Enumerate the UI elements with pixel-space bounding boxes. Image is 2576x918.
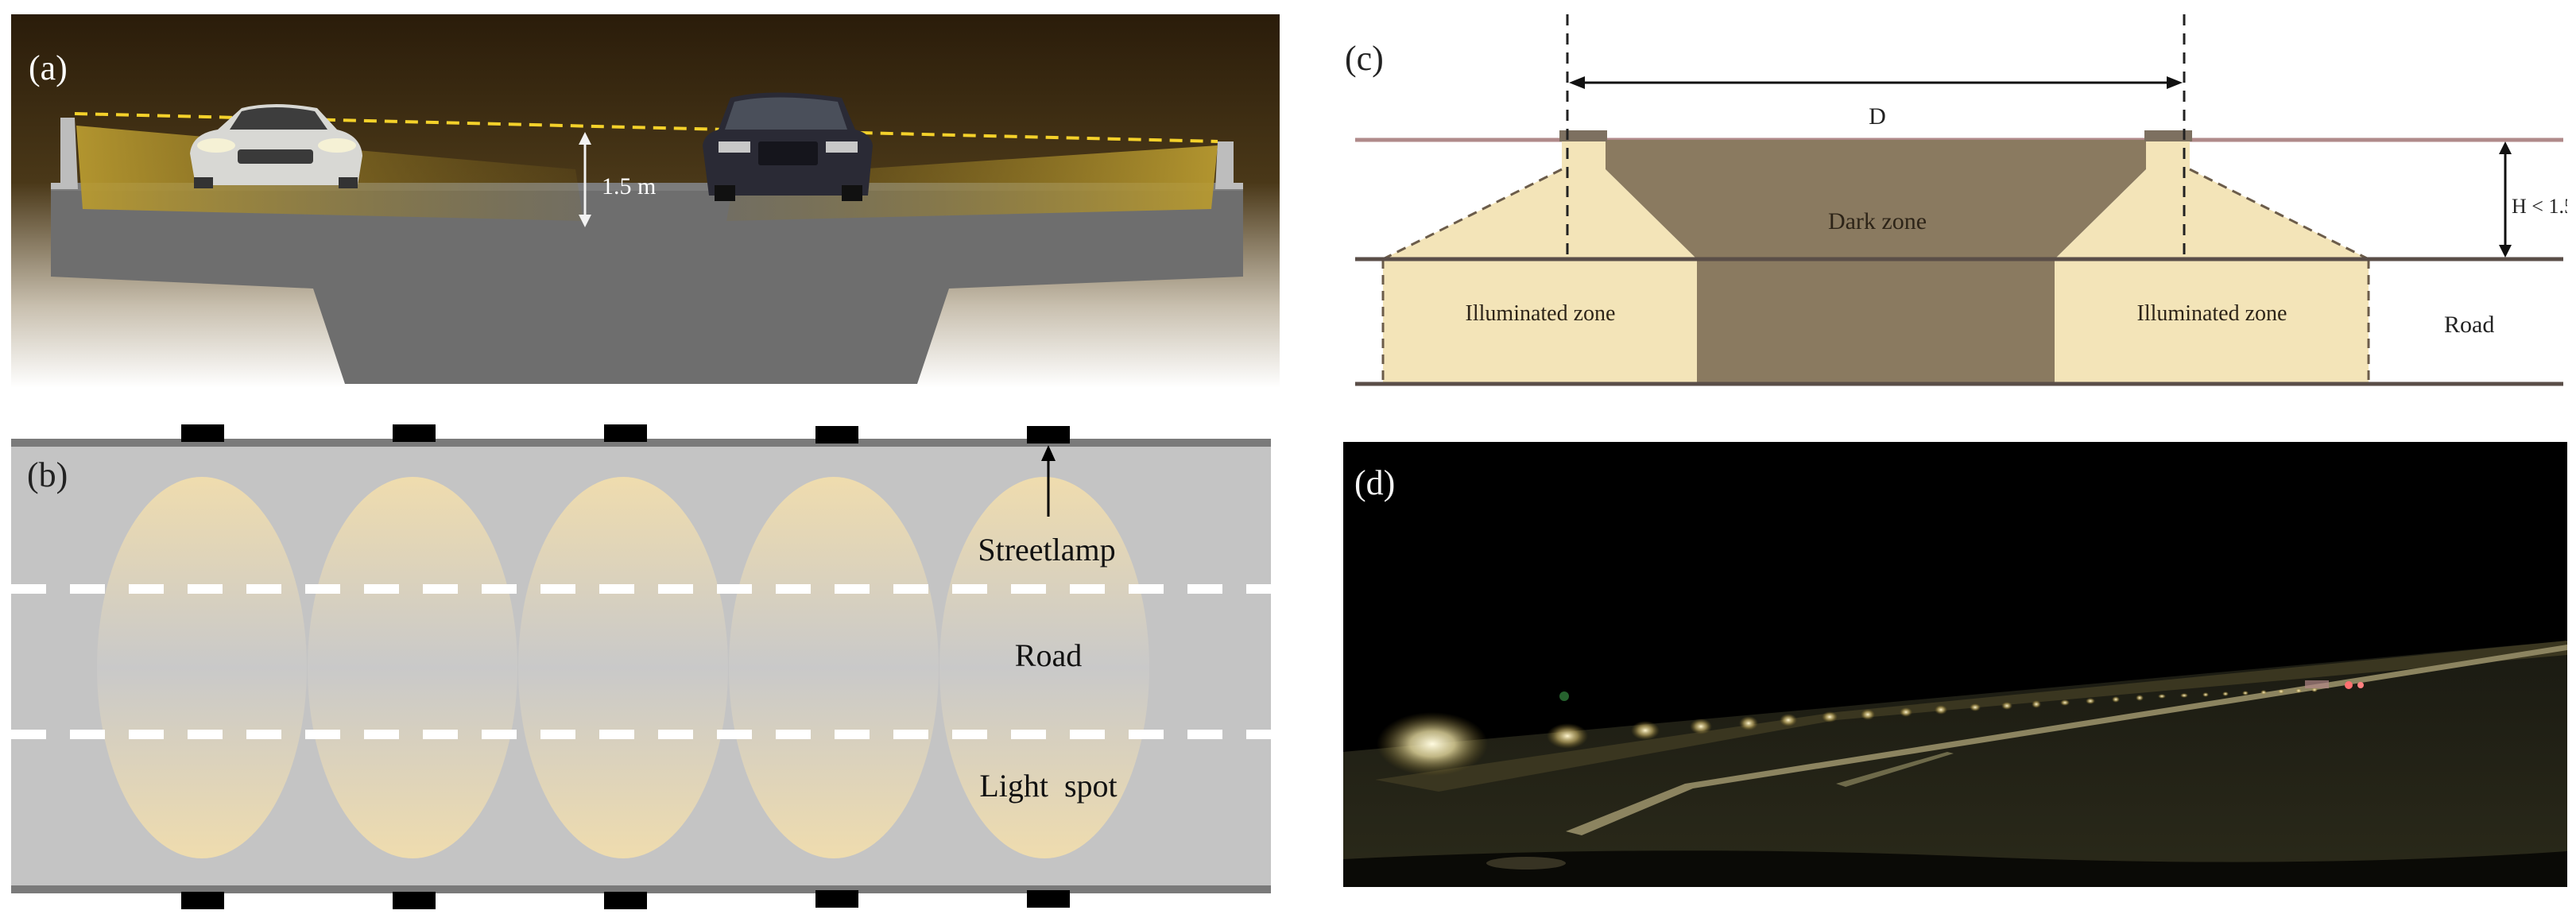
night-road-photo-svg: (d) <box>1343 442 2567 887</box>
streetlamp-label: Streetlamp <box>978 532 1115 567</box>
streetlamp-glow <box>1935 705 1947 715</box>
streetlamp-top <box>181 424 224 442</box>
streetlamp-glow <box>2260 690 2267 695</box>
streetlamp-glow <box>2086 698 2095 704</box>
streetlamp-glow <box>1631 721 1660 740</box>
light-spot-label: Light spot <box>979 768 1117 804</box>
light-spot <box>308 477 517 858</box>
streetlamp-glow <box>2112 696 2120 703</box>
streetlamp-pointer-arrowhead <box>1041 445 1056 461</box>
road-bottom-edge <box>11 885 1271 893</box>
streetlamp-glow <box>2001 702 2012 710</box>
streetlamp-glow <box>2158 694 2166 699</box>
light-spot <box>729 477 939 858</box>
streetlamp-bottom <box>815 890 858 908</box>
road-top-edge <box>11 439 1271 447</box>
lane-marking <box>1566 645 2567 835</box>
streetlamp-glow <box>1861 709 1875 720</box>
height-arrow-down-head <box>579 215 591 227</box>
car-dashboard <box>1343 850 2567 887</box>
streetlamp-glow <box>2060 699 2070 706</box>
light-spot <box>97 477 307 858</box>
tail-light <box>2345 681 2353 689</box>
illuminated-cone-left <box>1383 132 1697 259</box>
streetlamp-bottom <box>393 892 436 909</box>
streetlamp-top <box>604 424 647 442</box>
streetlamp-glow <box>1547 723 1588 749</box>
streetlamp-glow <box>2032 700 2041 708</box>
deck-surface <box>51 183 1243 191</box>
illuminated-zone-right <box>2055 259 2369 384</box>
streetlamp-glow <box>2222 691 2229 696</box>
right-lamp-light-beam <box>726 145 1218 221</box>
tail-light <box>2357 682 2364 688</box>
height-limit-label: H < 1.5 m <box>2512 195 2567 218</box>
panel-c-zone-schematic: (c) D H < 1.5 m Dark zone Illuminated zo… <box>1343 14 2567 404</box>
panel-c-tag: (c) <box>1345 39 1384 78</box>
left-barrier <box>51 118 78 189</box>
streetlamp-glow <box>2311 688 2318 692</box>
right-barrier <box>1215 141 1243 189</box>
zone-schematic-svg: (c) D H < 1.5 m Dark zone Illuminated zo… <box>1343 14 2567 404</box>
height-arrowhead-bottom <box>2499 245 2512 258</box>
streetlamp-glow <box>2295 688 2302 693</box>
distance-d-label: D <box>1869 103 1886 130</box>
streetlamp-top <box>815 426 858 444</box>
streetlamp-glow <box>2136 695 2144 701</box>
streetlamp-glow <box>1780 714 1797 726</box>
lamp-post-right <box>2144 130 2192 141</box>
streetlamp-glow <box>2180 693 2188 698</box>
streetlamp-bottom <box>1027 890 1070 908</box>
streetlamp-glow <box>1690 719 1712 734</box>
road-label: Road <box>1015 637 1082 673</box>
dashboard-reflection <box>1486 857 1566 870</box>
illuminated-zone-left <box>1383 259 1697 384</box>
streetlamp-glow <box>2278 689 2284 694</box>
distant-traffic-lights <box>2305 680 2329 688</box>
road-surface <box>1343 641 2567 887</box>
height-arrowhead-top <box>2499 141 2512 154</box>
road-label: Road <box>2444 312 2494 338</box>
panel-d-tag: (d) <box>1354 463 1395 502</box>
panel-b-tag: (b) <box>27 455 68 494</box>
sports-car-icon <box>190 104 362 188</box>
bridge-section-svg: (a) 1.5 m <box>11 14 1280 388</box>
cone-edge-dashed <box>1382 168 1563 261</box>
illuminated-zone-left-label: Illuminated zone <box>1466 301 1616 326</box>
panel-b-road-plan-view: (b) Streetlamp Road Light spot <box>11 421 1280 910</box>
panel-d-night-road-photo: (d) <box>1343 442 2567 887</box>
panel-a-bridge-cross-section: (a) 1.5 m <box>11 14 1280 388</box>
distance-arrowhead-right <box>2167 76 2183 89</box>
streetlamp-glow <box>2202 692 2209 697</box>
height-arrow-up-head <box>579 132 591 145</box>
streetlamp-glow-row <box>1377 688 2318 776</box>
road-shoulder-lit <box>1375 641 2567 792</box>
streetlamp-bottom <box>604 892 647 909</box>
streetlamp-glow <box>1900 707 1912 717</box>
distance-arrowhead-left <box>1569 76 1585 89</box>
illuminated-cone-right <box>2055 132 2369 259</box>
dark-zone <box>1606 140 2146 384</box>
illuminated-zone-right-label: Illuminated zone <box>2137 301 2287 326</box>
height-label: 1.5 m <box>602 173 656 199</box>
panel-a-tag: (a) <box>29 48 68 87</box>
light-spot <box>518 477 728 858</box>
cone-edge-dashed <box>2189 168 2369 261</box>
streetlamp-top <box>393 424 436 442</box>
streetlamp-glow <box>1739 716 1758 730</box>
streetlamp-glow <box>1970 703 1981 711</box>
bridge-deck <box>51 183 1243 384</box>
streetlamp-glow <box>1377 712 1488 776</box>
road-plan-svg: (b) Streetlamp Road Light spot <box>11 424 1271 909</box>
streetlamp-top <box>1027 426 1070 444</box>
green-signal-light <box>1559 691 1569 701</box>
lamp-post-left <box>1559 130 1607 141</box>
streetlamp-bottom <box>181 892 224 909</box>
dark-zone-label: Dark zone <box>1828 208 1927 234</box>
suv-icon <box>703 92 873 201</box>
streetlamp-glow <box>1822 711 1838 722</box>
lane-marking <box>1836 752 1954 787</box>
streetlamp-glow <box>2242 691 2249 695</box>
